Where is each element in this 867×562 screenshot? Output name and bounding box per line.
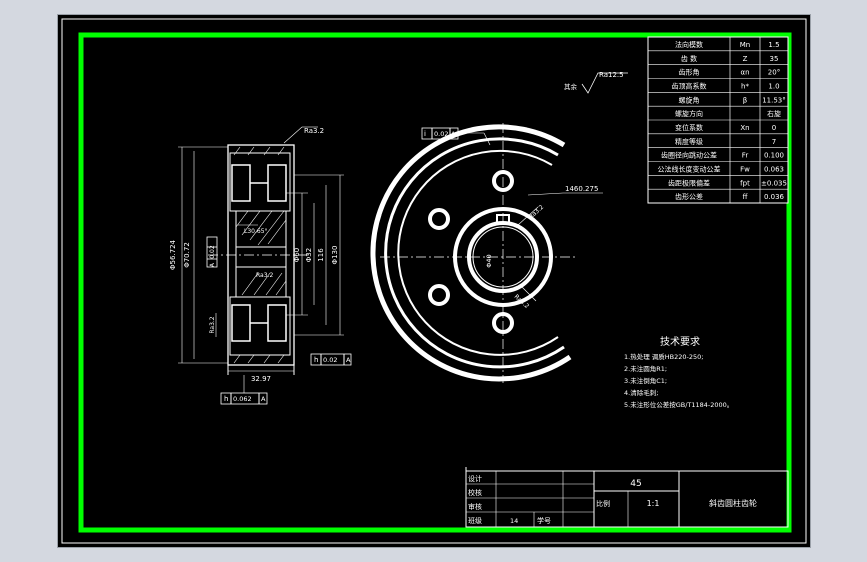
- runout-datum-2: A: [261, 395, 266, 403]
- width-dim: 32.97: [251, 375, 271, 383]
- tech-req-list: 1.热处理 调质HB220-250; 2.未注圆角R1; 3.未注倒角C1; 4.清除…: [624, 352, 733, 409]
- bore-dim-2: Φ32: [305, 248, 313, 262]
- flatness-left-datum: A: [209, 262, 216, 267]
- param-name: 公法线长度变动公差: [658, 164, 721, 173]
- roughness-other-value: Ra12.5: [599, 71, 624, 79]
- gear-face-view: [370, 72, 628, 383]
- side-ra: Ra3.2: [209, 316, 216, 333]
- param-name: 精度等级: [675, 137, 703, 146]
- flatness-right-value: 0.02: [434, 130, 448, 138]
- runout-datum-1: A: [346, 356, 351, 364]
- tb-part-name: 斜齿圆柱齿轮: [709, 498, 757, 508]
- drawing-frame: [78, 32, 792, 533]
- param-value: 20°: [768, 69, 780, 77]
- param-name: 螺旋方向: [675, 109, 703, 118]
- param-symbol: Fw: [740, 165, 750, 173]
- param-symbol: Fr: [742, 152, 749, 160]
- runout-value-1: 0.02: [323, 356, 337, 364]
- param-symbol: Xn: [740, 124, 749, 132]
- sheet-border: [61, 18, 807, 544]
- param-value: 0.036: [764, 193, 785, 201]
- arc-dim: 1460.275: [565, 185, 598, 193]
- bore-dim-3: 116: [317, 248, 325, 262]
- param-name: 螺旋角: [679, 95, 700, 104]
- flatness-right-symbol: i: [424, 130, 426, 138]
- runout-symbol-2: h: [224, 395, 228, 403]
- tech-req-item: 1.热处理 调质HB220-250;: [624, 352, 703, 361]
- param-name: 变位系数: [675, 123, 703, 132]
- param-symbol: β: [743, 96, 747, 104]
- right-ra-1: Ra3.2: [528, 204, 546, 221]
- keyway-ra: Ra3.2: [256, 272, 273, 279]
- right-bore-dim: Φ40: [485, 254, 493, 267]
- param-value: 0.100: [764, 152, 784, 160]
- hub-outer-dim: Φ130: [331, 246, 339, 265]
- param-symbol: fpt: [740, 179, 750, 187]
- param-value: 右旋: [767, 109, 781, 118]
- tb-row-class: 班级: [468, 516, 482, 525]
- param-value: 35: [770, 55, 779, 63]
- ra-top-label: Ra3.2: [304, 127, 324, 135]
- roughness-other-label: 其余: [564, 82, 578, 91]
- tb-material: 45: [630, 479, 641, 489]
- tb-class-value: 14: [510, 517, 518, 525]
- param-name: 齿顶高系数: [672, 81, 707, 90]
- param-name: 齿圈径向跳动公差: [661, 151, 717, 160]
- flatness-right-datum: A: [451, 130, 456, 138]
- flatness-left-value: 0.02: [209, 245, 216, 259]
- runout-value-2: 0.062: [233, 395, 252, 403]
- param-name: 齿形角: [679, 68, 700, 77]
- param-name: 法向模数: [675, 40, 703, 49]
- param-value: 11.53°: [762, 96, 786, 104]
- tech-req-item: 5.未注形位公差按GB/T1184-2000。: [624, 400, 733, 409]
- param-value: 1.0: [768, 82, 779, 90]
- tb-scale-label: 比例: [596, 499, 610, 508]
- tb-student-no-label: 学号: [537, 516, 551, 525]
- tb-row-review: 审核: [468, 502, 482, 511]
- runout-symbol-1: h: [314, 356, 318, 364]
- param-name: 齿 数: [681, 54, 697, 63]
- outer-diameter-dim: Φ56.724: [169, 239, 177, 270]
- parameter-table: 法向模数 Mn 1.5 齿 数 Z 35 齿形角 αn 20° 齿顶高系数 h* 1.0 螺旋角 β 11.…: [647, 36, 789, 204]
- tb-scale-value: 1:1: [647, 499, 660, 508]
- tech-req-item: 2.未注圆角R1;: [624, 364, 667, 373]
- param-symbol: αn: [740, 69, 749, 77]
- tb-row-check: 校核: [468, 488, 482, 497]
- param-symbol: Z: [743, 55, 748, 63]
- tb-row-design: 设计: [468, 474, 482, 483]
- param-value: ±0.035: [761, 179, 787, 187]
- hub-diameter-dim: Φ60: [293, 248, 301, 262]
- title-block: [465, 467, 789, 528]
- param-symbol: h*: [741, 82, 749, 90]
- cad-sheet: 法向模数 Mn 1.5 齿 数 Z 35 齿形角 αn 20° 齿顶高系数 h* 1.0 螺旋角 β 11.…: [61, 18, 807, 544]
- pitch-diameter-dim: Φ70.72: [183, 242, 191, 268]
- param-value: 0.063: [764, 165, 784, 173]
- param-value: 1.5: [768, 41, 779, 49]
- chamfer-dim: L30.65°: [244, 228, 268, 235]
- drawing-viewport[interactable]: 法向模数 Mn 1.5 齿 数 Z 35 齿形角 αn 20° 齿顶高系数 h* 1.0 螺旋角 β 11.…: [57, 14, 811, 548]
- param-symbol: Mn: [740, 41, 750, 49]
- param-name: 齿距极限偏差: [668, 178, 710, 187]
- section-view: [178, 126, 352, 405]
- param-name: 齿形公差: [675, 192, 703, 201]
- tech-req-item: 3.未注倒角C1;: [624, 376, 667, 385]
- param-value: 7: [772, 138, 776, 146]
- tech-req-title: 技术要求: [660, 335, 700, 348]
- param-value: 0: [772, 124, 776, 132]
- param-symbol: ff: [743, 193, 748, 201]
- tech-req-item: 4.清除毛刺;: [624, 388, 658, 397]
